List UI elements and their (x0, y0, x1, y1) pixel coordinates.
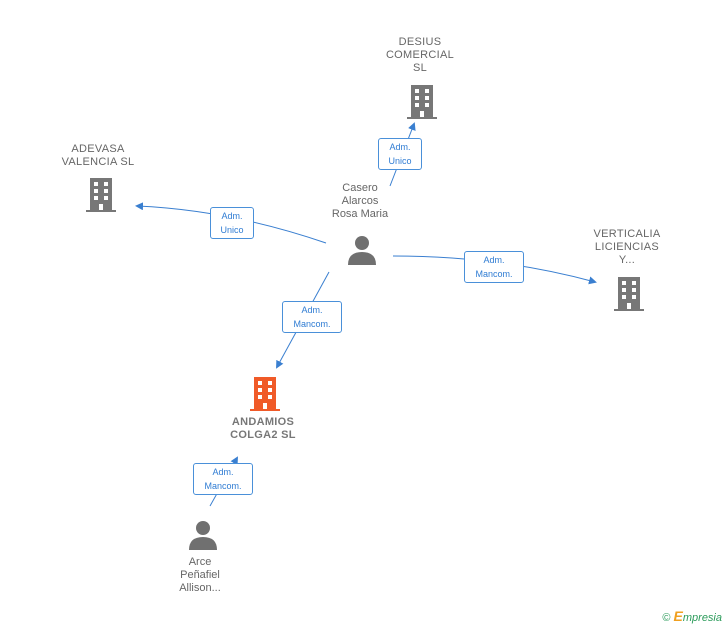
edge-badge-label: Adm. Mancom. (293, 305, 331, 329)
node-andamios-colga2[interactable]: ANDAMIOS COLGA2 SL (213, 416, 313, 442)
edge-badge-label: Adm. Mancom. (475, 255, 513, 279)
node-label: ANDAMIOS COLGA2 SL (230, 416, 296, 441)
brand-initial: E (673, 608, 683, 624)
node-adevasa-valencia[interactable]: ADEVASA VALENCIA SL (48, 143, 148, 169)
person-icon (348, 236, 376, 265)
edge-badge-label: Adm. Mancom. (204, 467, 242, 491)
edge-badge-adevasa[interactable]: Adm. Unico (210, 207, 254, 239)
edge-badge-desius[interactable]: Adm. Unico (378, 138, 422, 170)
node-casero-alarcos[interactable]: Casero Alarcos Rosa Maria (310, 182, 410, 221)
brand-name: mpresia (682, 612, 722, 624)
node-verticalia-liciencias[interactable]: VERTICALIA LICIENCIAS Y... (577, 228, 677, 267)
brand-watermark: © Empresia (662, 608, 722, 624)
building-icon (614, 277, 644, 311)
edge-badge-label: Adm. Unico (220, 211, 244, 235)
building-icon (407, 85, 437, 119)
person-icon (189, 521, 217, 550)
edge-badge-verticalia[interactable]: Adm. Mancom. (464, 251, 524, 283)
node-arce-penafiel[interactable]: Arce Peñafiel Allison... (150, 556, 250, 595)
edge-badge-andamios[interactable]: Adm. Mancom. (282, 301, 342, 333)
building-icon-highlighted (250, 377, 280, 411)
copyright-icon: © (662, 612, 671, 624)
node-label: Arce Peñafiel Allison... (179, 556, 221, 594)
node-label: Casero Alarcos Rosa Maria (331, 182, 389, 220)
edge-badge-label: Adm. Unico (388, 142, 412, 166)
node-label: VERTICALIA LICIENCIAS Y... (593, 228, 661, 266)
building-icon (86, 178, 116, 212)
node-desius-comercial[interactable]: DESIUS COMERCIAL SL (370, 36, 470, 75)
node-label: ADEVASA VALENCIA SL (61, 143, 135, 168)
edge-badge-arce[interactable]: Adm. Mancom. (193, 463, 253, 495)
node-label: DESIUS COMERCIAL SL (385, 36, 455, 74)
